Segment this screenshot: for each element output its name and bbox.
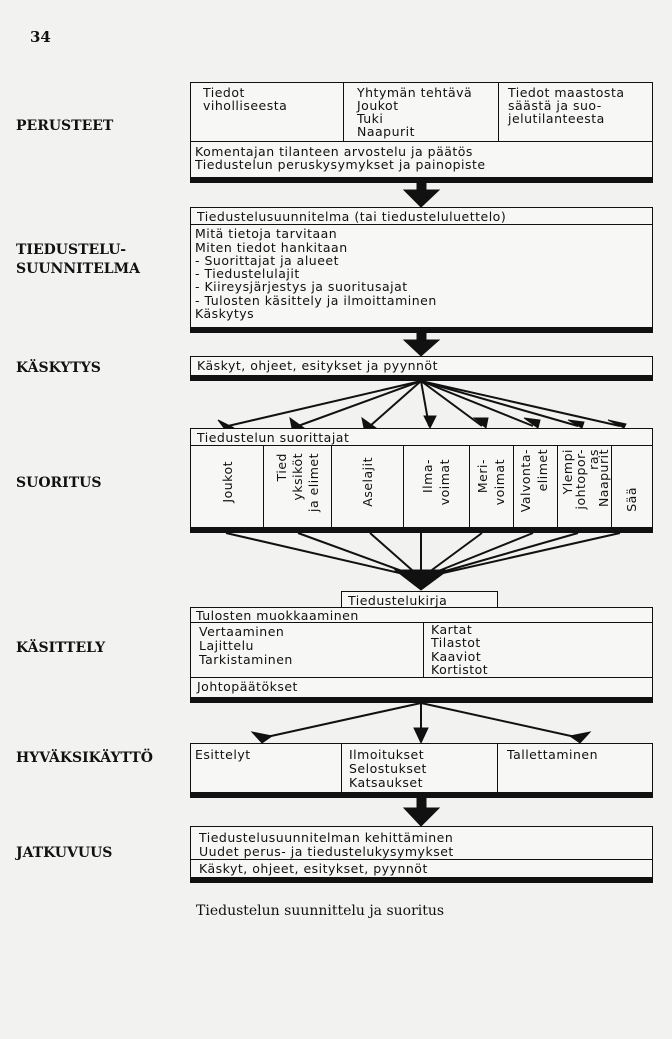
- arrow-hyvaksikaytto-jatkuvuus: [402, 807, 441, 827]
- perusteet-box: Tiedot viholliseesta Yhtymän tehtävä Jou…: [190, 82, 653, 178]
- arrow-fan-6: [523, 417, 541, 429]
- hyvaksikaytto-col2-line1: Ilmoitukset: [349, 747, 425, 762]
- kasittely-right-line3: Kaaviot: [431, 649, 482, 664]
- suunnitelma-line4: - Tiedustelulajit: [195, 266, 300, 281]
- kasittely-left-line2: Lajittelu: [199, 638, 254, 653]
- kasittely-right-line1: Kartat: [431, 622, 473, 637]
- kasittely-right-line4: Kortistot: [431, 662, 489, 677]
- arrow-fan-5: [472, 417, 489, 429]
- arrow-fan-4: [423, 415, 437, 430]
- page-number: 34: [30, 28, 51, 46]
- stage-label-perusteet: PERUSTEET: [16, 118, 114, 134]
- suunnitelma-title: Tiedustelusuunnitelma (tai tiedustelulue…: [197, 209, 507, 224]
- suunnitelma-line6: - Tulosten käsittely ja ilmoittaminen: [195, 293, 437, 308]
- kasittely-box: Tulosten muokkaaminen Vertaaminen Lajitt…: [190, 607, 653, 698]
- perusteet-col2-line4: Naapurit: [357, 124, 416, 139]
- stage-label-suunnitelma-1: TIEDUSTELU-: [16, 242, 127, 258]
- suunnitelma-line3: - Suorittajat ja alueet: [195, 253, 340, 268]
- kaskytys-text: Käskyt, ohjeet, esitykset ja pyynnöt: [197, 358, 438, 373]
- arrow-fan-7: [567, 419, 585, 429]
- kasittely-left-line3: Tarkistaminen: [199, 652, 293, 667]
- split-lines: [261, 702, 581, 739]
- arrow-suunnitelma-kaskytys: [402, 339, 441, 357]
- suoritus-box: Tiedustelun suorittajat Joukot Tied yksi…: [190, 428, 653, 528]
- perusteet-col2-line3: Tuki: [357, 111, 384, 126]
- hyvaksikaytto-col2-line2: Selostukset: [349, 761, 427, 776]
- suunnitelma-line1: Mitä tietoja tarvitaan: [195, 226, 338, 241]
- stage-label-kasittely: KÄSITTELY: [16, 640, 106, 656]
- arrow-fan-3: [361, 416, 378, 429]
- hyvaksikaytto-col3: Tallettaminen: [507, 747, 599, 762]
- kasittely-bottom: Johtopäätökset: [197, 679, 298, 694]
- kasittely-title: Tulosten muokkaaminen: [196, 608, 359, 623]
- arrow-fan-8: [607, 419, 627, 429]
- jatkuvuus-box: Tiedustelusuunnitelman kehittäminen Uude…: [190, 826, 653, 878]
- kaskytys-box: Käskyt, ohjeet, esitykset ja pyynnöt: [190, 356, 653, 376]
- hyvaksikaytto-col1: Esittelyt: [195, 747, 251, 762]
- hyvaksikaytto-box: Esittelyt Ilmoitukset Selostukset Katsau…: [190, 743, 653, 793]
- arrow-fan-2: [289, 416, 306, 429]
- suunnitelma-box: Tiedustelusuunnitelma (tai tiedustelulue…: [190, 207, 653, 328]
- stage-label-suunnitelma-2: SUUNNITELMA: [16, 261, 140, 277]
- arrow-split-middle: [413, 727, 429, 745]
- figure-caption: Tiedustelun suunnittelu ja suoritus: [196, 903, 445, 919]
- stage-label-kaskytys: KÄSKYTYS: [16, 360, 101, 376]
- perusteet-col1-line2: viholliseesta: [203, 98, 288, 113]
- arrow-fan-in: [393, 569, 450, 591]
- jatkuvuus-line2: Uudet perus- ja tiedustelukysymykset: [199, 844, 454, 859]
- suunnitelma-line7: Käskytys: [195, 306, 255, 321]
- perusteet-col3-line3: jelutilanteesta: [508, 111, 605, 126]
- arrow-split-right: [568, 731, 592, 744]
- perusteet-col2-line2: Joukot: [357, 98, 399, 113]
- stage-label-suoritus: SUORITUS: [16, 475, 102, 491]
- jatkuvuus-line3: Käskyt, ohjeet, esitykset, pyynnöt: [199, 861, 428, 876]
- perusteet-col1-line1: Tiedot: [203, 85, 245, 100]
- suoritus-title: Tiedustelun suorittajat: [197, 430, 350, 445]
- kasittely-right-line2: Tilastot: [431, 635, 481, 650]
- stage-label-jatkuvuus: JATKUVUUS: [16, 845, 113, 861]
- tiedustelukirja-label: Tiedustelukirja: [348, 593, 448, 608]
- perusteet-col3-line1: Tiedot maastosta: [508, 85, 625, 100]
- arrow-perusteet-suunnitelma: [402, 189, 441, 208]
- fan-out-lines: [227, 380, 621, 427]
- perusteet-row1: Komentajan tilanteen arvostelu ja päätös: [195, 144, 473, 159]
- perusteet-col3-line2: säästä ja suo-: [508, 98, 602, 113]
- kasittely-left-line1: Vertaaminen: [199, 624, 285, 639]
- perusteet-row2: Tiedustelun peruskysymykset ja painopist…: [195, 157, 486, 172]
- suunnitelma-line5: - Kiireysjärjestys ja suoritusajat: [195, 279, 408, 294]
- stage-label-hyvaksikaytto: HYVÄKSIKÄYTTÖ: [16, 750, 153, 766]
- perusteet-col2-line1: Yhtymän tehtävä: [357, 85, 473, 100]
- hyvaksikaytto-col2-line3: Katsaukset: [349, 775, 423, 790]
- suunnitelma-line2: Miten tiedot hankitaan: [195, 240, 348, 255]
- arrow-fan-1: [217, 419, 235, 429]
- jatkuvuus-line1: Tiedustelusuunnitelman kehittäminen: [199, 830, 454, 845]
- arrow-split-left: [250, 731, 274, 744]
